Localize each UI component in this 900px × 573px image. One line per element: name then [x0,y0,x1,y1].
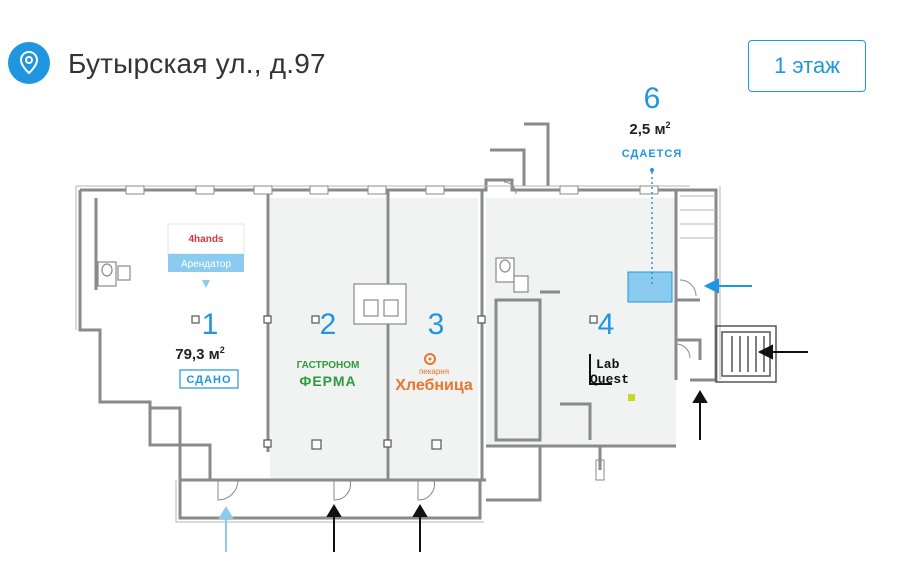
walls [78,122,718,520]
unit-2-number: 2 [320,308,337,341]
header: Бутырская ул., д.97 1 этаж [0,0,900,110]
labquest-logo-line1: Lab [596,357,620,372]
floor-select-button[interactable]: 1 этаж [748,40,866,92]
bakery-logo-line1: пекарня [419,367,449,376]
unit-6-number: 6 [644,82,661,115]
unit-3-number: 3 [428,308,445,341]
gastronom-logo-line2: ФЕРМА [299,373,356,389]
unit-4-number: 4 [598,308,615,341]
location-pin-icon [8,42,50,84]
unit-1-status-badge: СДАНО [186,374,231,386]
restroom-fixtures [97,257,529,325]
bakery-logo-icon [424,353,436,365]
address-title: Бутырская ул., д.97 [68,48,326,79]
tenant-logo-text: 4hands [188,234,223,245]
entrance-arrows [218,278,808,552]
unit-6-area[interactable] [627,271,673,303]
unit-2-area[interactable] [270,198,386,480]
unit-6-area-label: 2,5 м2 [629,120,670,138]
labquest-logo-line2: Quest [590,372,629,387]
bakery-logo-line2: Хлебница [395,377,473,394]
unit-3-area[interactable] [390,198,478,480]
unit-1-number: 1 [202,308,219,341]
labquest-logo: Lab Quest [589,354,635,401]
tenant-logo-4hands: 4hands Арендатор [167,223,245,288]
tenant-label: Арендатор [181,259,232,270]
unit-4-area[interactable] [486,198,676,446]
unit-6-status-badge: СДАЕТСЯ [622,148,683,160]
gastronom-logo-line1: ГАСТРОНОМ [297,360,360,371]
unit-1-area-label: 79,3 м2 [175,345,224,363]
